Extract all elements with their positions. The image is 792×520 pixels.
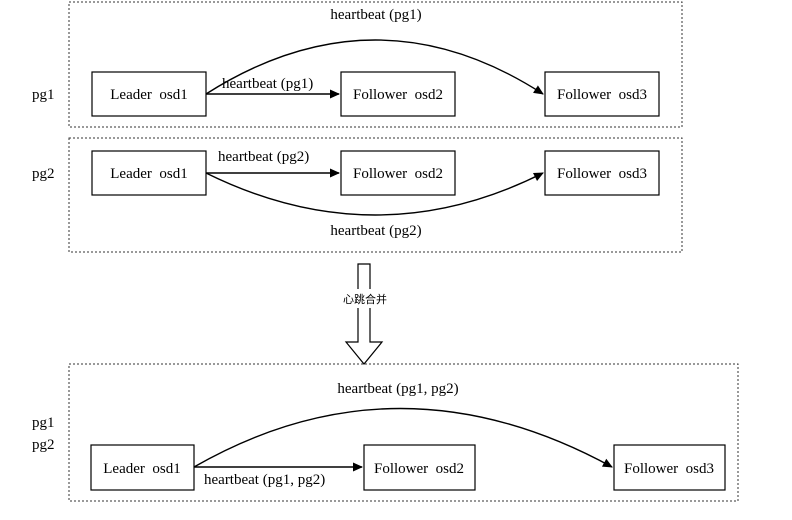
group-pg2-follower-osd3-label: Follower osd3: [557, 166, 647, 182]
group-pg1: pg1 heartbeat (pg1) heartbeat (pg1) Lead…: [32, 1, 683, 128]
group-pg1-frame: [68, 1, 683, 128]
group-merged-arc-label: heartbeat (pg1, pg2): [337, 381, 458, 397]
group-pg1-edge-leader-to-osd3: [205, 39, 544, 95]
group-pg1-follower-osd2-label: Follower osd2: [353, 87, 443, 103]
merge-transition: 心跳合并: [343, 263, 387, 365]
group-pg1-leader-label: Leader osd1: [110, 87, 187, 103]
group-merged-leader-label: Leader osd1: [103, 461, 180, 477]
group-pg2-leader-label: Leader osd1: [110, 166, 187, 182]
group-pg2: pg2 heartbeat (pg2) heartbeat (pg2) Lead…: [32, 137, 683, 253]
group-pg1-follower-osd3-label: Follower osd3: [557, 87, 647, 103]
group-pg2-follower-osd3-node: Follower osd3: [544, 150, 660, 196]
group-merged-follower-osd3-label: Follower osd3: [624, 461, 714, 477]
merge-transition-label: 心跳合并: [343, 292, 387, 306]
group-pg2-edge-leader-to-osd3: [205, 172, 544, 216]
group-merged-follower-osd2-label: Follower osd2: [374, 461, 464, 477]
group-pg2-follower-osd2-label: Follower osd2: [353, 166, 443, 182]
group-pg2-arc-label: heartbeat (pg2): [330, 223, 421, 239]
group-merged: pg1 pg2 heartbeat (pg1, pg2) heartbeat (…: [32, 363, 739, 502]
group-merged-direct-label: heartbeat (pg1, pg2): [204, 472, 325, 488]
group-merged-side-label-pg1: pg1: [32, 415, 55, 431]
group-pg1-arc-label: heartbeat (pg1): [330, 7, 421, 23]
group-pg1-follower-osd3-node: Follower osd3: [544, 71, 660, 117]
group-pg2-direct-label: heartbeat (pg2): [218, 149, 309, 165]
group-pg1-leader-node: Leader osd1: [91, 71, 207, 117]
group-merged-follower-osd3-node: Follower osd3: [613, 444, 726, 491]
group-pg1-side-label: pg1: [32, 87, 55, 103]
merge-down-arrow-icon: [344, 263, 384, 365]
group-pg1-follower-osd2-node: Follower osd2: [340, 71, 456, 117]
group-merged-side-label-pg2: pg2: [32, 437, 55, 453]
group-merged-leader-node: Leader osd1: [90, 444, 195, 491]
group-pg2-frame: [68, 137, 683, 253]
group-merged-follower-osd2-node: Follower osd2: [363, 444, 476, 491]
group-pg2-leader-node: Leader osd1: [91, 150, 207, 196]
group-merged-frame: [68, 363, 739, 502]
group-merged-edge-leader-to-osd3: [193, 407, 613, 468]
group-pg2-side-label: pg2: [32, 166, 55, 182]
group-pg2-follower-osd2-node: Follower osd2: [340, 150, 456, 196]
group-pg1-direct-label: heartbeat (pg1): [222, 76, 313, 92]
